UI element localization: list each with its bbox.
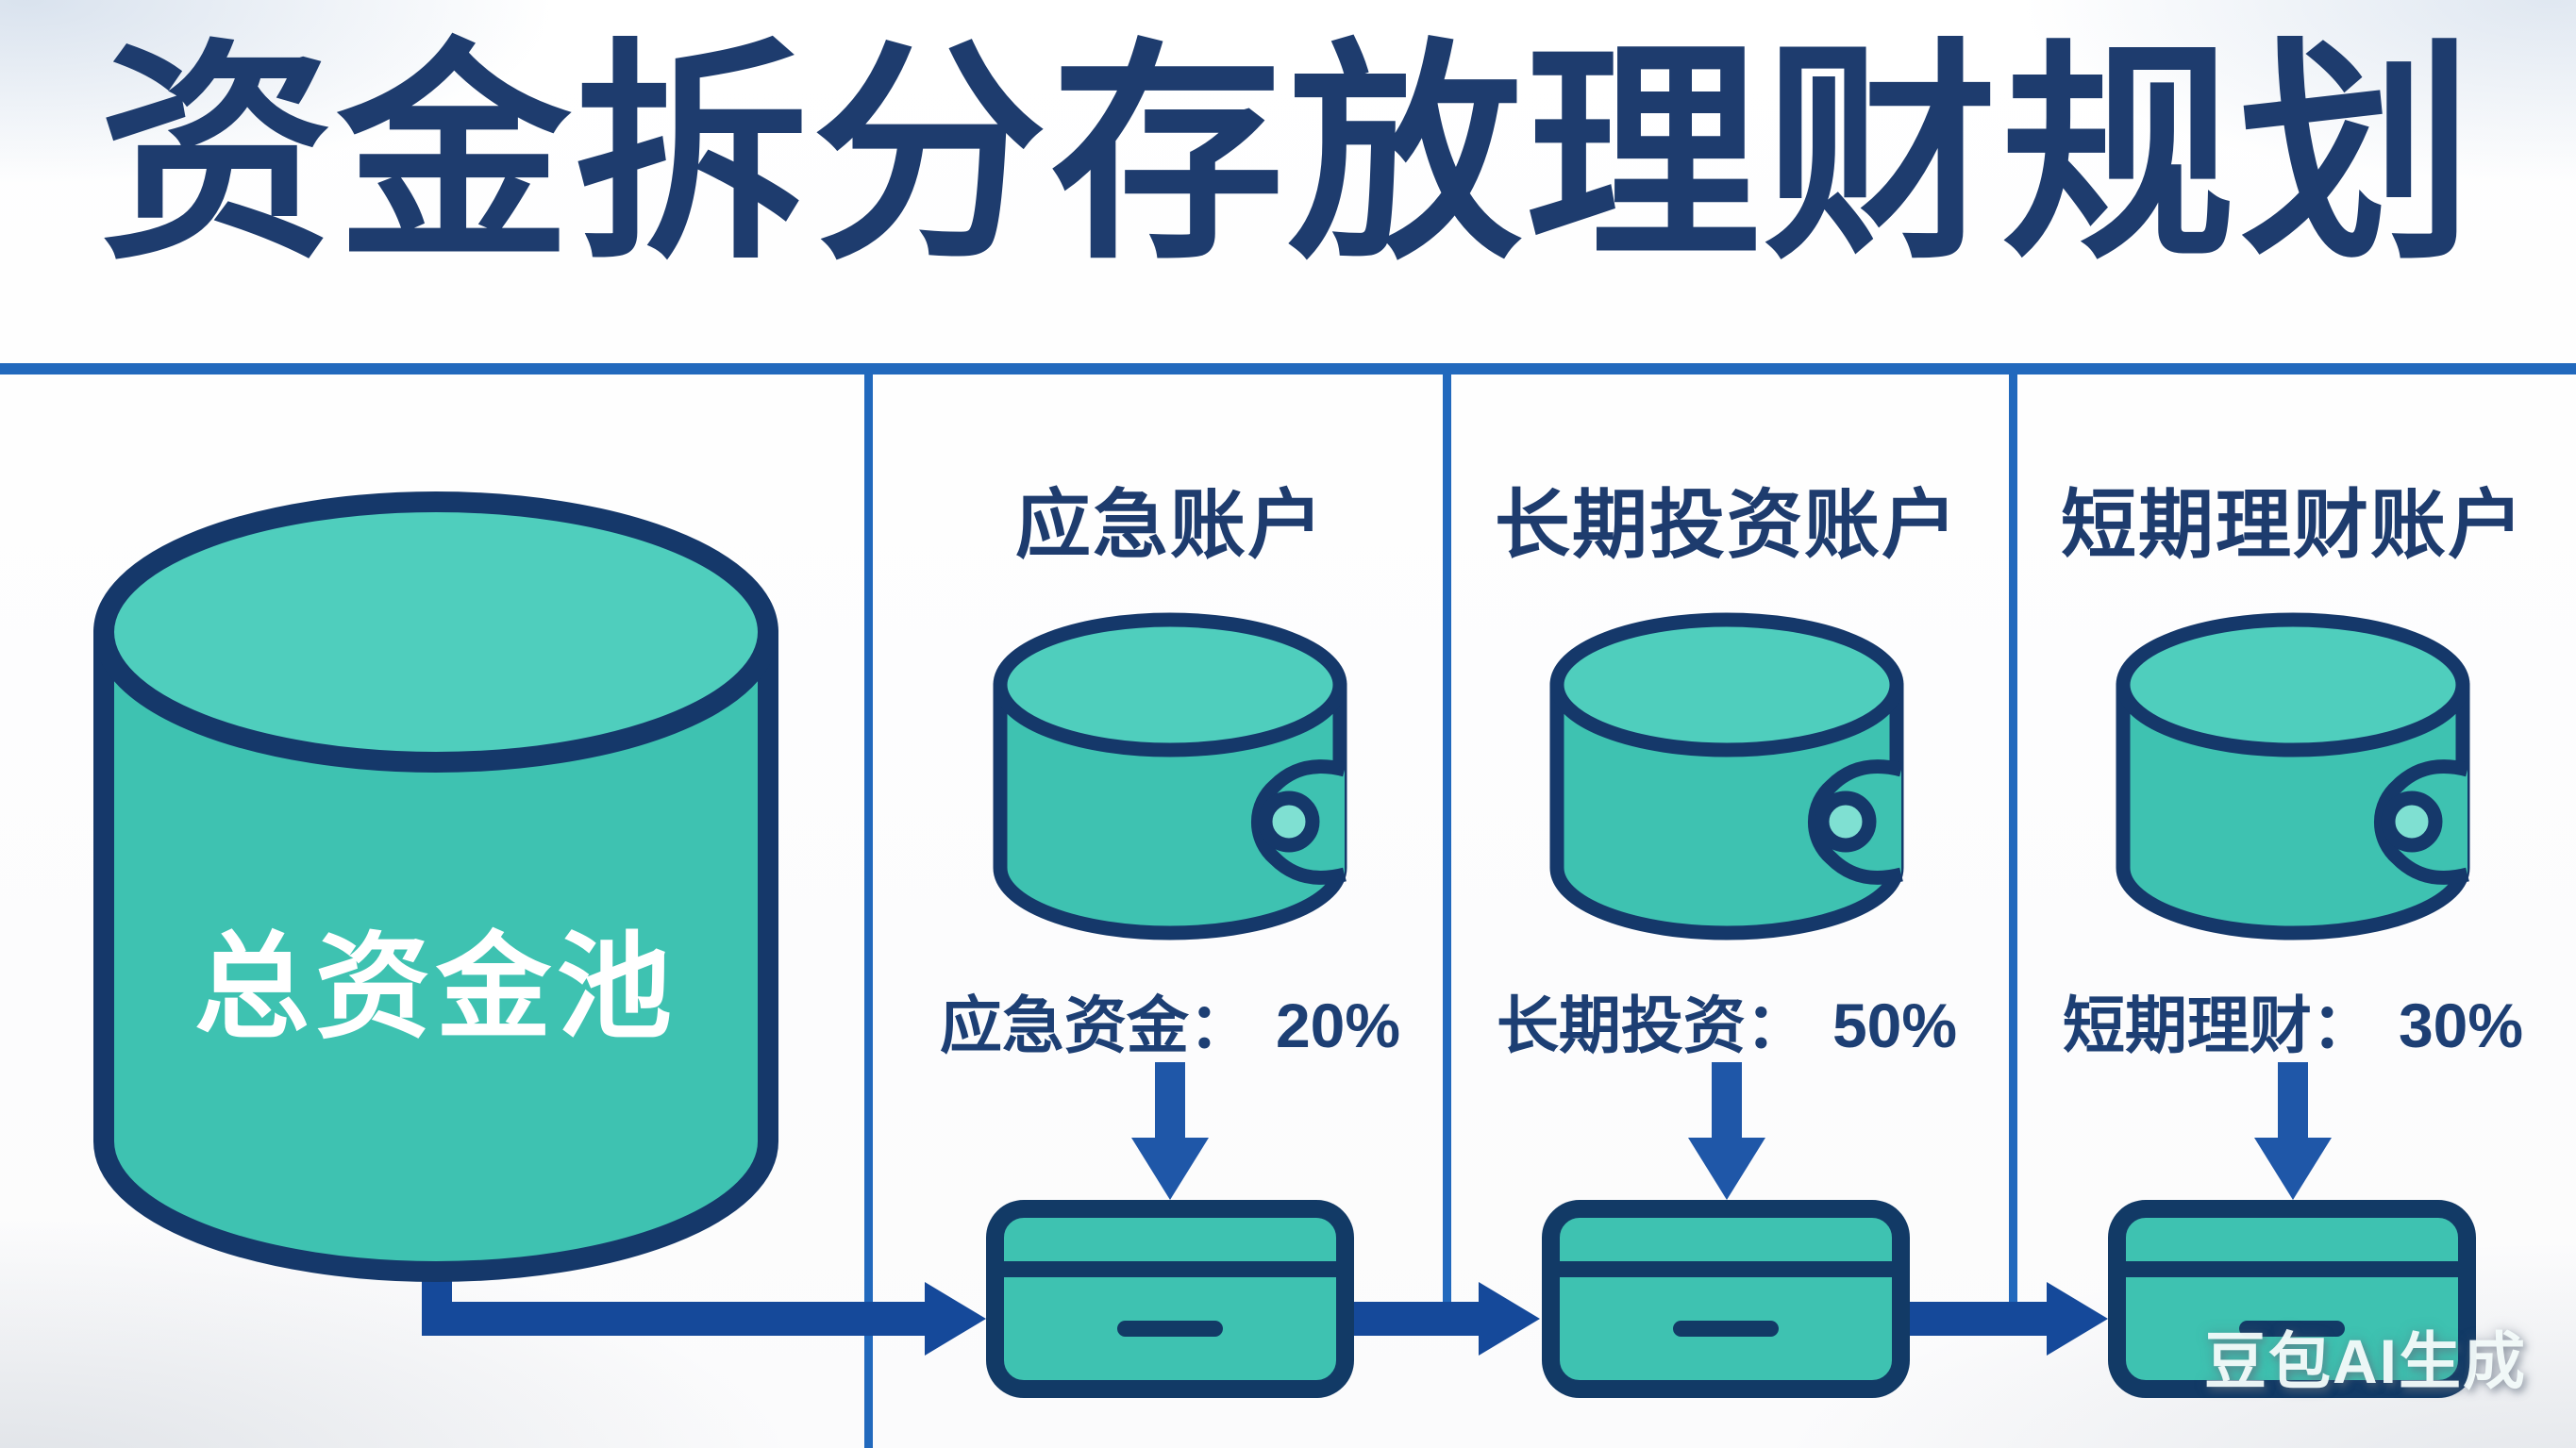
flow-arrowhead-2-icon bbox=[1479, 1282, 1540, 1356]
allocation-label: 长期投资： bbox=[1496, 990, 1808, 1060]
down-arrowhead-3-icon bbox=[2254, 1138, 2332, 1200]
down-arrowhead-1-icon bbox=[1131, 1138, 1209, 1200]
account-card-shortterm bbox=[2108, 1200, 2476, 1398]
column-divider-3 bbox=[2009, 372, 2017, 1315]
page-title: 资金拆分存放理财规划 bbox=[99, 24, 2477, 286]
card-slot bbox=[2239, 1321, 2345, 1337]
column-divider-2 bbox=[1443, 372, 1451, 1315]
card-stripe bbox=[1560, 1261, 1892, 1277]
wallet-cylinder-icon-2 bbox=[1549, 612, 1904, 940]
column-divider-1 bbox=[864, 372, 873, 1448]
flow-arrow-shaft-1 bbox=[422, 1302, 926, 1336]
allocation-value: 50% bbox=[1832, 990, 1958, 1060]
header-divider-line bbox=[0, 363, 2576, 374]
account-card-emergency bbox=[986, 1200, 1354, 1398]
wallet-cylinder-icon-1 bbox=[993, 612, 1347, 940]
allocation-text-longterm: 长期投资： 50% bbox=[1397, 975, 2057, 1066]
flow-arrowhead-1-icon bbox=[925, 1282, 986, 1356]
down-arrow-shaft-1 bbox=[1155, 1062, 1185, 1140]
card-slot bbox=[1117, 1321, 1223, 1337]
down-arrow-shaft-2 bbox=[1712, 1062, 1742, 1140]
wallet-cylinder-icon-3 bbox=[2116, 612, 2470, 940]
allocation-label: 短期理财： bbox=[2062, 990, 2374, 1060]
flow-arrow-shaft-3 bbox=[1908, 1302, 2049, 1336]
watermark: 豆包AI生成 bbox=[2204, 1326, 2527, 1396]
card-stripe bbox=[1004, 1261, 1336, 1277]
allocation-value: 20% bbox=[1275, 990, 1401, 1060]
allocation-label: 应急资金： bbox=[939, 990, 1251, 1060]
column-header-emergency: 应急账户 bbox=[1015, 483, 1325, 567]
down-arrow-shaft-3 bbox=[2278, 1062, 2308, 1140]
allocation-text-emergency: 应急资金： 20% bbox=[840, 975, 1500, 1066]
allocation-text-shortterm: 短期理财： 30% bbox=[1963, 975, 2576, 1066]
allocation-value: 30% bbox=[2398, 990, 2524, 1060]
flow-arrowhead-3-icon bbox=[2047, 1282, 2108, 1356]
card-stripe bbox=[2126, 1261, 2458, 1277]
pool-label: 总资金池 bbox=[194, 924, 677, 1052]
down-arrowhead-2-icon bbox=[1688, 1138, 1765, 1200]
account-card-longterm bbox=[1542, 1200, 1910, 1398]
flow-arrow-shaft-2 bbox=[1352, 1302, 1480, 1336]
card-slot bbox=[1673, 1321, 1779, 1337]
column-header-longterm: 长期投资账户 bbox=[1495, 483, 1959, 567]
total-pool-cylinder-icon bbox=[93, 491, 778, 1282]
column-header-shortterm: 短期理财账户 bbox=[2061, 483, 2525, 567]
